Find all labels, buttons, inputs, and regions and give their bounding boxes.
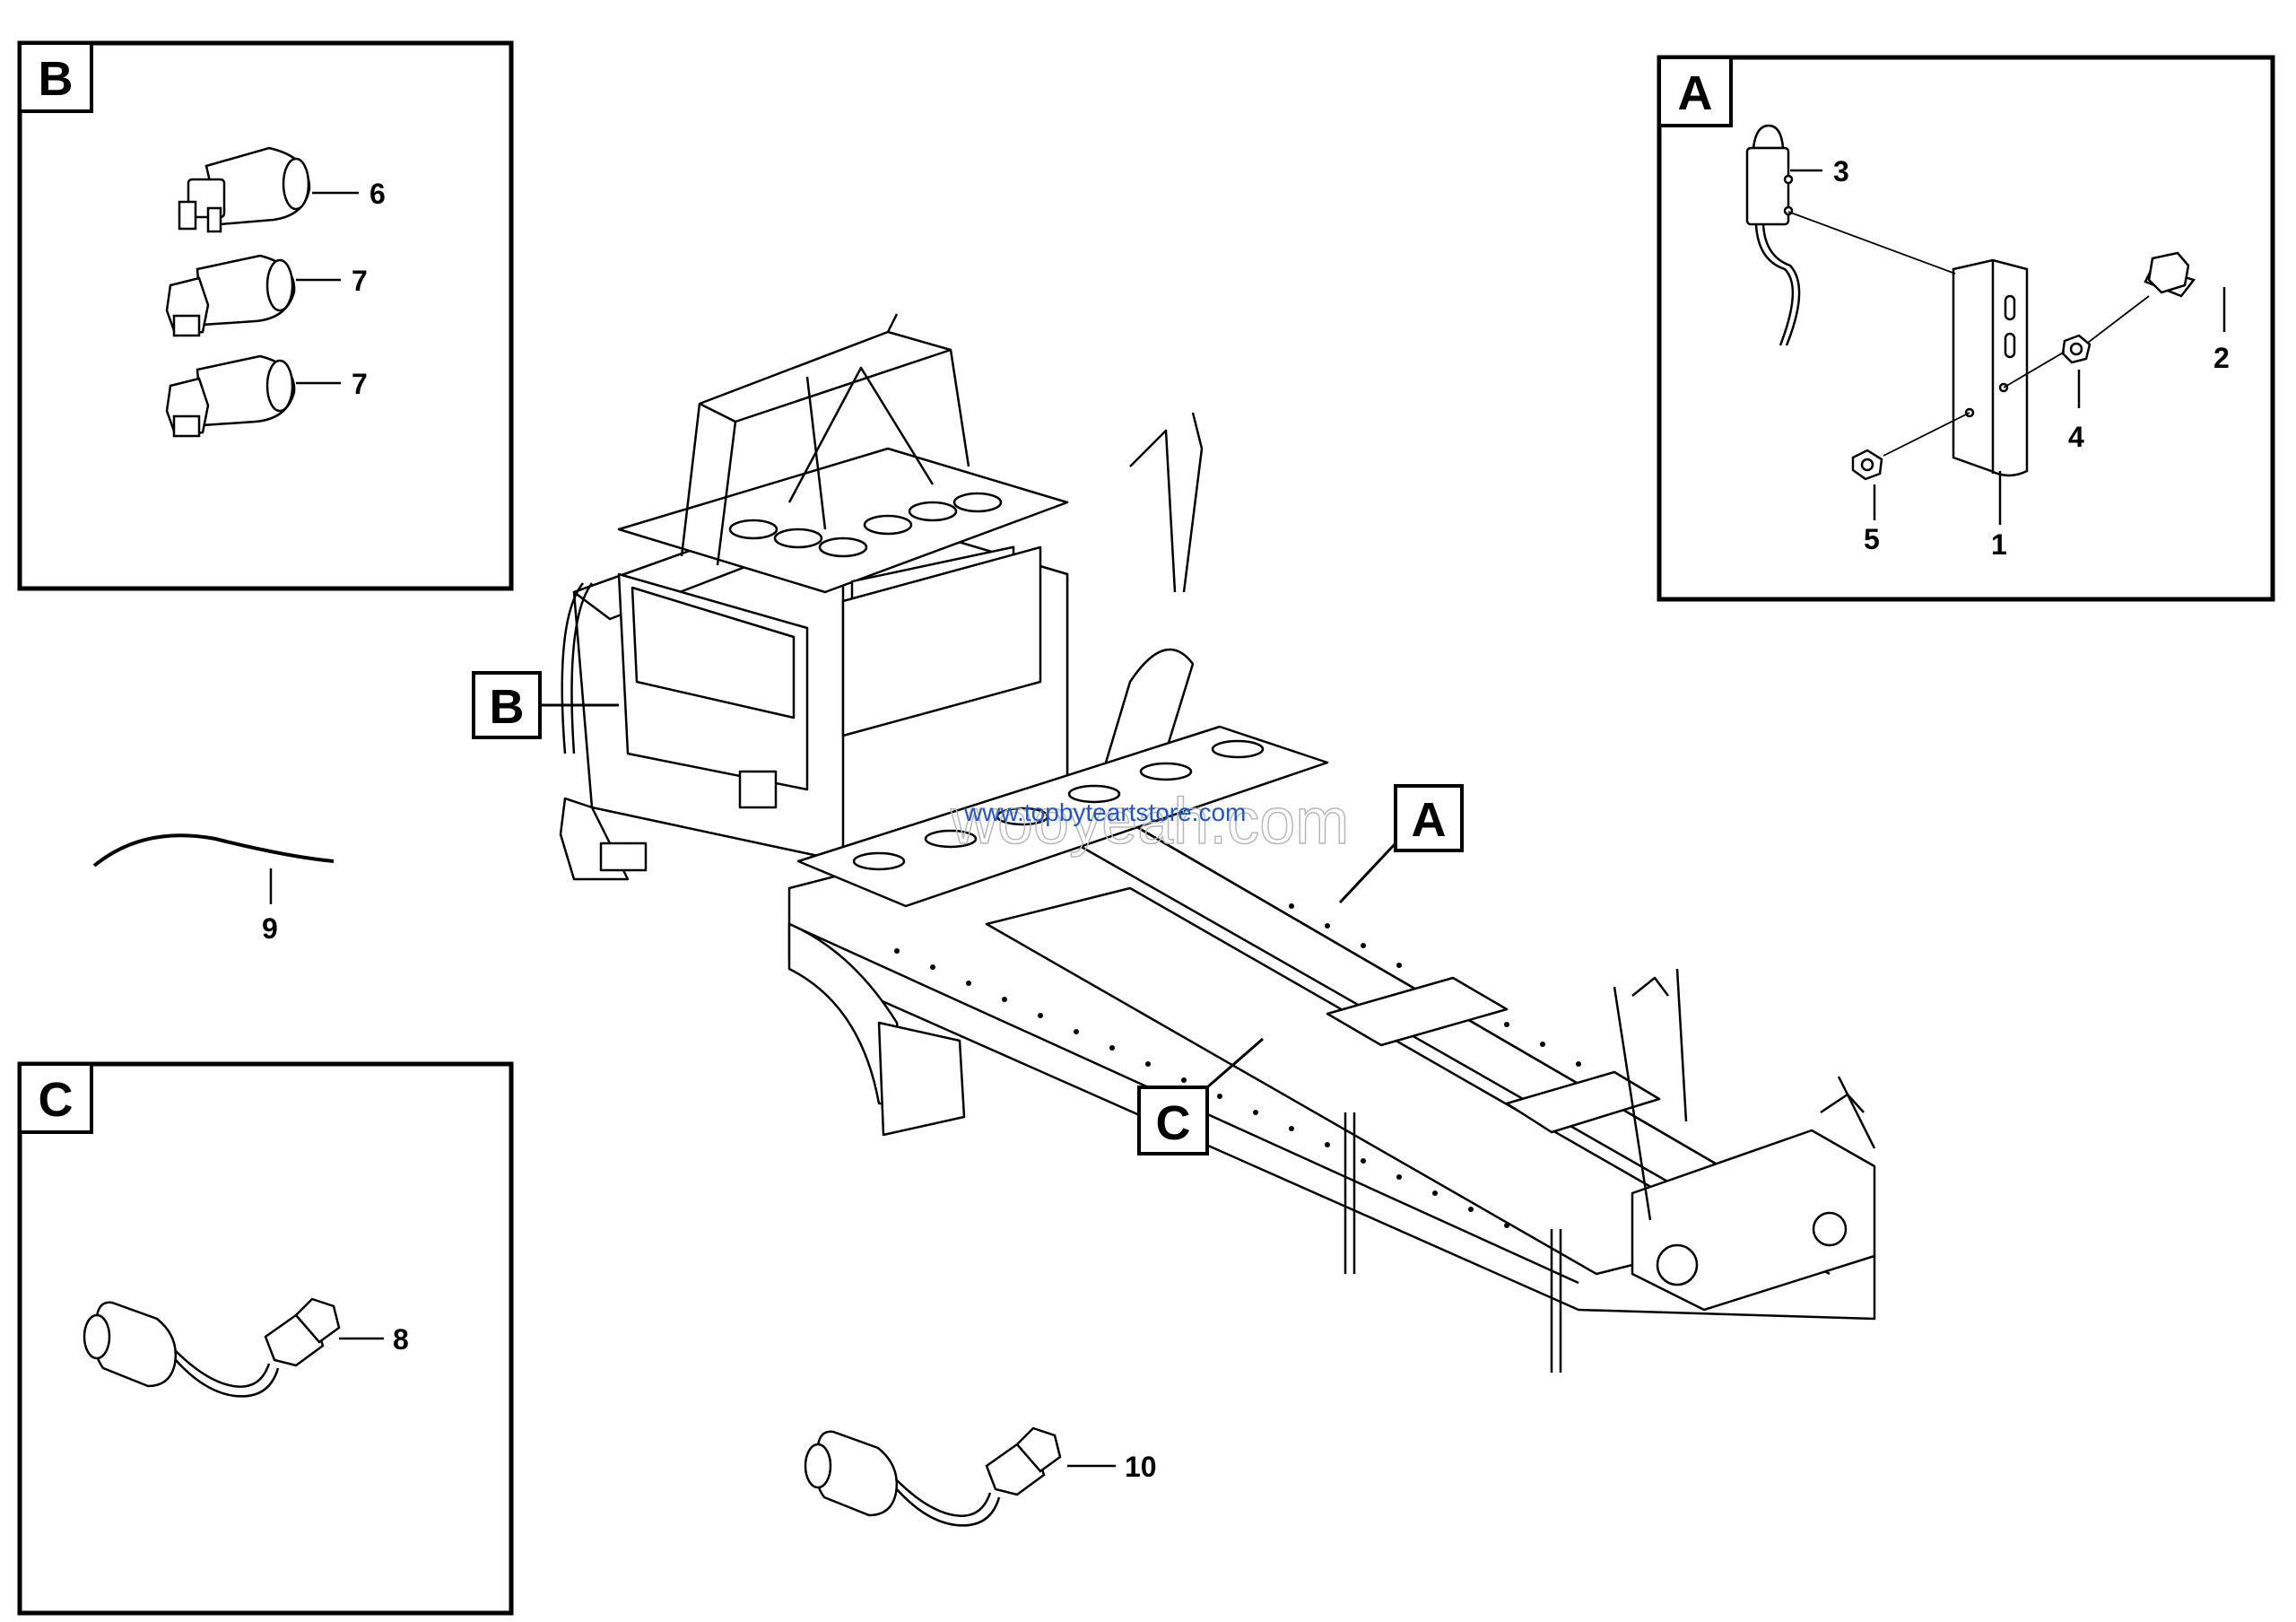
wire-9: 9 [92, 833, 335, 945]
callout-7a: 7 [352, 265, 368, 297]
pressure-sensor-10 [804, 1426, 1062, 1527]
nut-5 [1851, 449, 1883, 481]
nut-4 [2061, 334, 2092, 364]
callout-2: 2 [2213, 342, 2230, 374]
panel-b-tag-box [18, 41, 93, 113]
view-tag-a: A [1338, 784, 1464, 904]
svg-text:A: A [1412, 793, 1447, 847]
svg-text:B: B [490, 680, 525, 734]
pressure-switch-7a [165, 254, 296, 337]
pressure-switch-6 [178, 146, 311, 233]
roof-guard [680, 313, 970, 566]
front-fender [787, 922, 908, 1105]
panel-c-tag-box [18, 1062, 93, 1134]
panel-b-tag: B [39, 52, 74, 106]
callout-7b: 7 [352, 368, 368, 400]
detail-panel-b: B 6 7 7 [17, 40, 514, 591]
cab-roof [617, 447, 1069, 594]
pressure-switch-7b [165, 354, 296, 438]
mud-flap [877, 1021, 966, 1137]
rear-platform [796, 725, 1329, 908]
bolt-2 [2144, 251, 2196, 298]
panel-a-tag: A [1678, 66, 1713, 120]
callout-1: 1 [1991, 528, 2007, 561]
callout-4: 4 [2068, 421, 2084, 453]
bracket-1 [1952, 258, 2029, 477]
view-tag-b: B [472, 671, 619, 739]
level-sensor-3 [1745, 124, 1801, 346]
panel-a-tag-box [1657, 56, 1733, 127]
watermark-link: www.topbyteartstore.com [963, 798, 1246, 826]
callout-3: 3 [1833, 155, 1849, 187]
vehicle-cab-chassis [559, 313, 1876, 1373]
callout-5: 5 [1864, 523, 1880, 555]
detail-panel-c: C 8 [17, 1061, 514, 1616]
panel-c-tag: C [39, 1073, 74, 1127]
callout-9: 9 [262, 912, 278, 945]
pressure-sensor-8 [83, 1297, 341, 1398]
callout-8: 8 [393, 1323, 409, 1356]
callout-10: 10 [1125, 1451, 1157, 1483]
view-tag-c: C [1137, 1037, 1264, 1155]
svg-text:C: C [1156, 1096, 1191, 1150]
callout-6: 6 [370, 178, 386, 210]
detail-panel-a: A 3 1 2 [1657, 55, 2275, 602]
watermark-main: wooyeah.com [950, 786, 1349, 858]
